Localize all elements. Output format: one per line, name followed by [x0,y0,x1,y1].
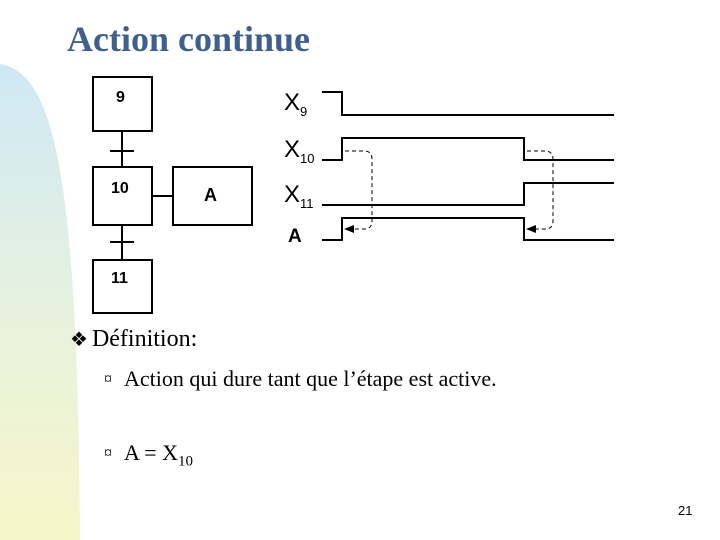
step-11-label: 11 [111,270,128,287]
grafcet [92,76,253,314]
definition-item-1-text: Action qui dure tant que l’étape est act… [124,366,497,391]
currency-bullet-icon: ¤ [104,371,112,388]
slide-title: Action continue [67,19,310,59]
currency-bullet-icon: ¤ [104,445,112,462]
definition-label: Définition: [91,326,198,352]
step-11-box [92,259,153,314]
waveform-x9 [322,91,614,116]
action-label: A [204,185,217,205]
signal-a-label: A [288,226,302,247]
action-box [172,166,253,226]
definition-item-2: ¤ A = X10 [104,440,193,470]
dashed-arrow-rise [344,150,373,233]
step-10-label: 10 [111,180,129,197]
diamond-bullet-icon: ❖ [70,329,88,351]
definition-item-2-text: A = X [124,440,178,465]
waveform-x10 [322,137,614,161]
signal-x11-label: X11 [284,181,314,211]
signal-x9-label: X9 [284,89,307,119]
waveform-x11 [322,182,614,206]
definition-heading: ❖Définition: [70,326,197,353]
page-number: 21 [678,503,693,518]
signal-x10-label: X10 [284,136,314,166]
definition-item-1: ¤ Action qui dure tant que l’étape est ac… [104,366,497,392]
step-9-box [92,76,153,132]
step-9-label: 9 [116,89,125,106]
waveform-a [322,217,614,241]
dashed-arrow-fall [526,150,554,233]
definition-item-2-subscript: 10 [177,453,193,470]
